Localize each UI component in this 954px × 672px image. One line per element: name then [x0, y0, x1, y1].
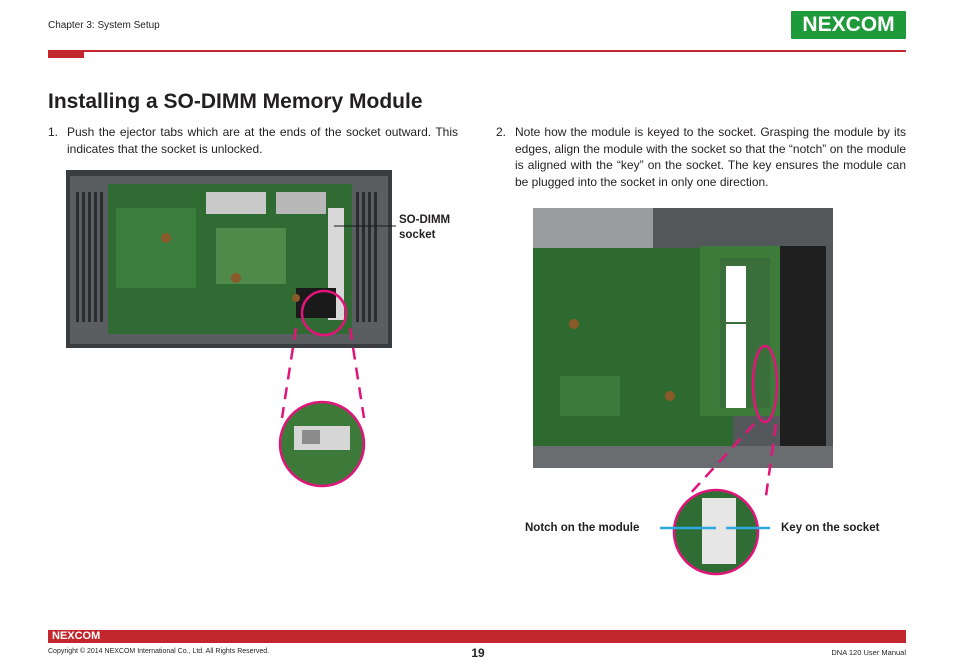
- chapter-heading: Chapter 3: System Setup: [48, 20, 160, 31]
- so-dimm-label-line1: SO-DIMM: [399, 214, 451, 226]
- figure-1-board-photo: [66, 170, 396, 488]
- footer-square-2: [897, 636, 906, 643]
- manual-name: DNA 120 User Manual: [831, 648, 906, 657]
- header-accent-bar: [48, 50, 84, 58]
- step-2: 2. Note how the module is keyed to the s…: [496, 124, 906, 190]
- page-title: Installing a SO-DIMM Memory Module: [48, 90, 423, 113]
- footer-logo: NEXCOM: [52, 630, 101, 642]
- nexcom-logo: NEXCOM: [791, 11, 906, 39]
- footer-bar: [48, 630, 906, 643]
- header-rule: [84, 50, 906, 52]
- step-1-number: 1.: [48, 125, 59, 139]
- logo-text: NEXCOM: [802, 13, 895, 36]
- footer-square-1: [889, 630, 895, 636]
- step-2-number: 2.: [496, 125, 507, 139]
- page-number: 19: [471, 646, 485, 660]
- key-label: Key on the socket: [781, 522, 880, 534]
- notch-label: Notch on the module: [525, 522, 640, 534]
- step-1: 1. Push the ejector tabs which are at th…: [48, 124, 458, 157]
- so-dimm-label-line2: socket: [399, 229, 436, 241]
- figure-2-module-photo: [533, 208, 833, 576]
- copyright-text: Copyright © 2014 NEXCOM International Co…: [48, 648, 270, 655]
- so-dimm-socket-label: SO-DIMM socket: [399, 213, 450, 243]
- step-2-text: Note how the module is keyed to the sock…: [515, 125, 906, 189]
- step-1-text: Push the ejector tabs which are at the e…: [67, 125, 458, 156]
